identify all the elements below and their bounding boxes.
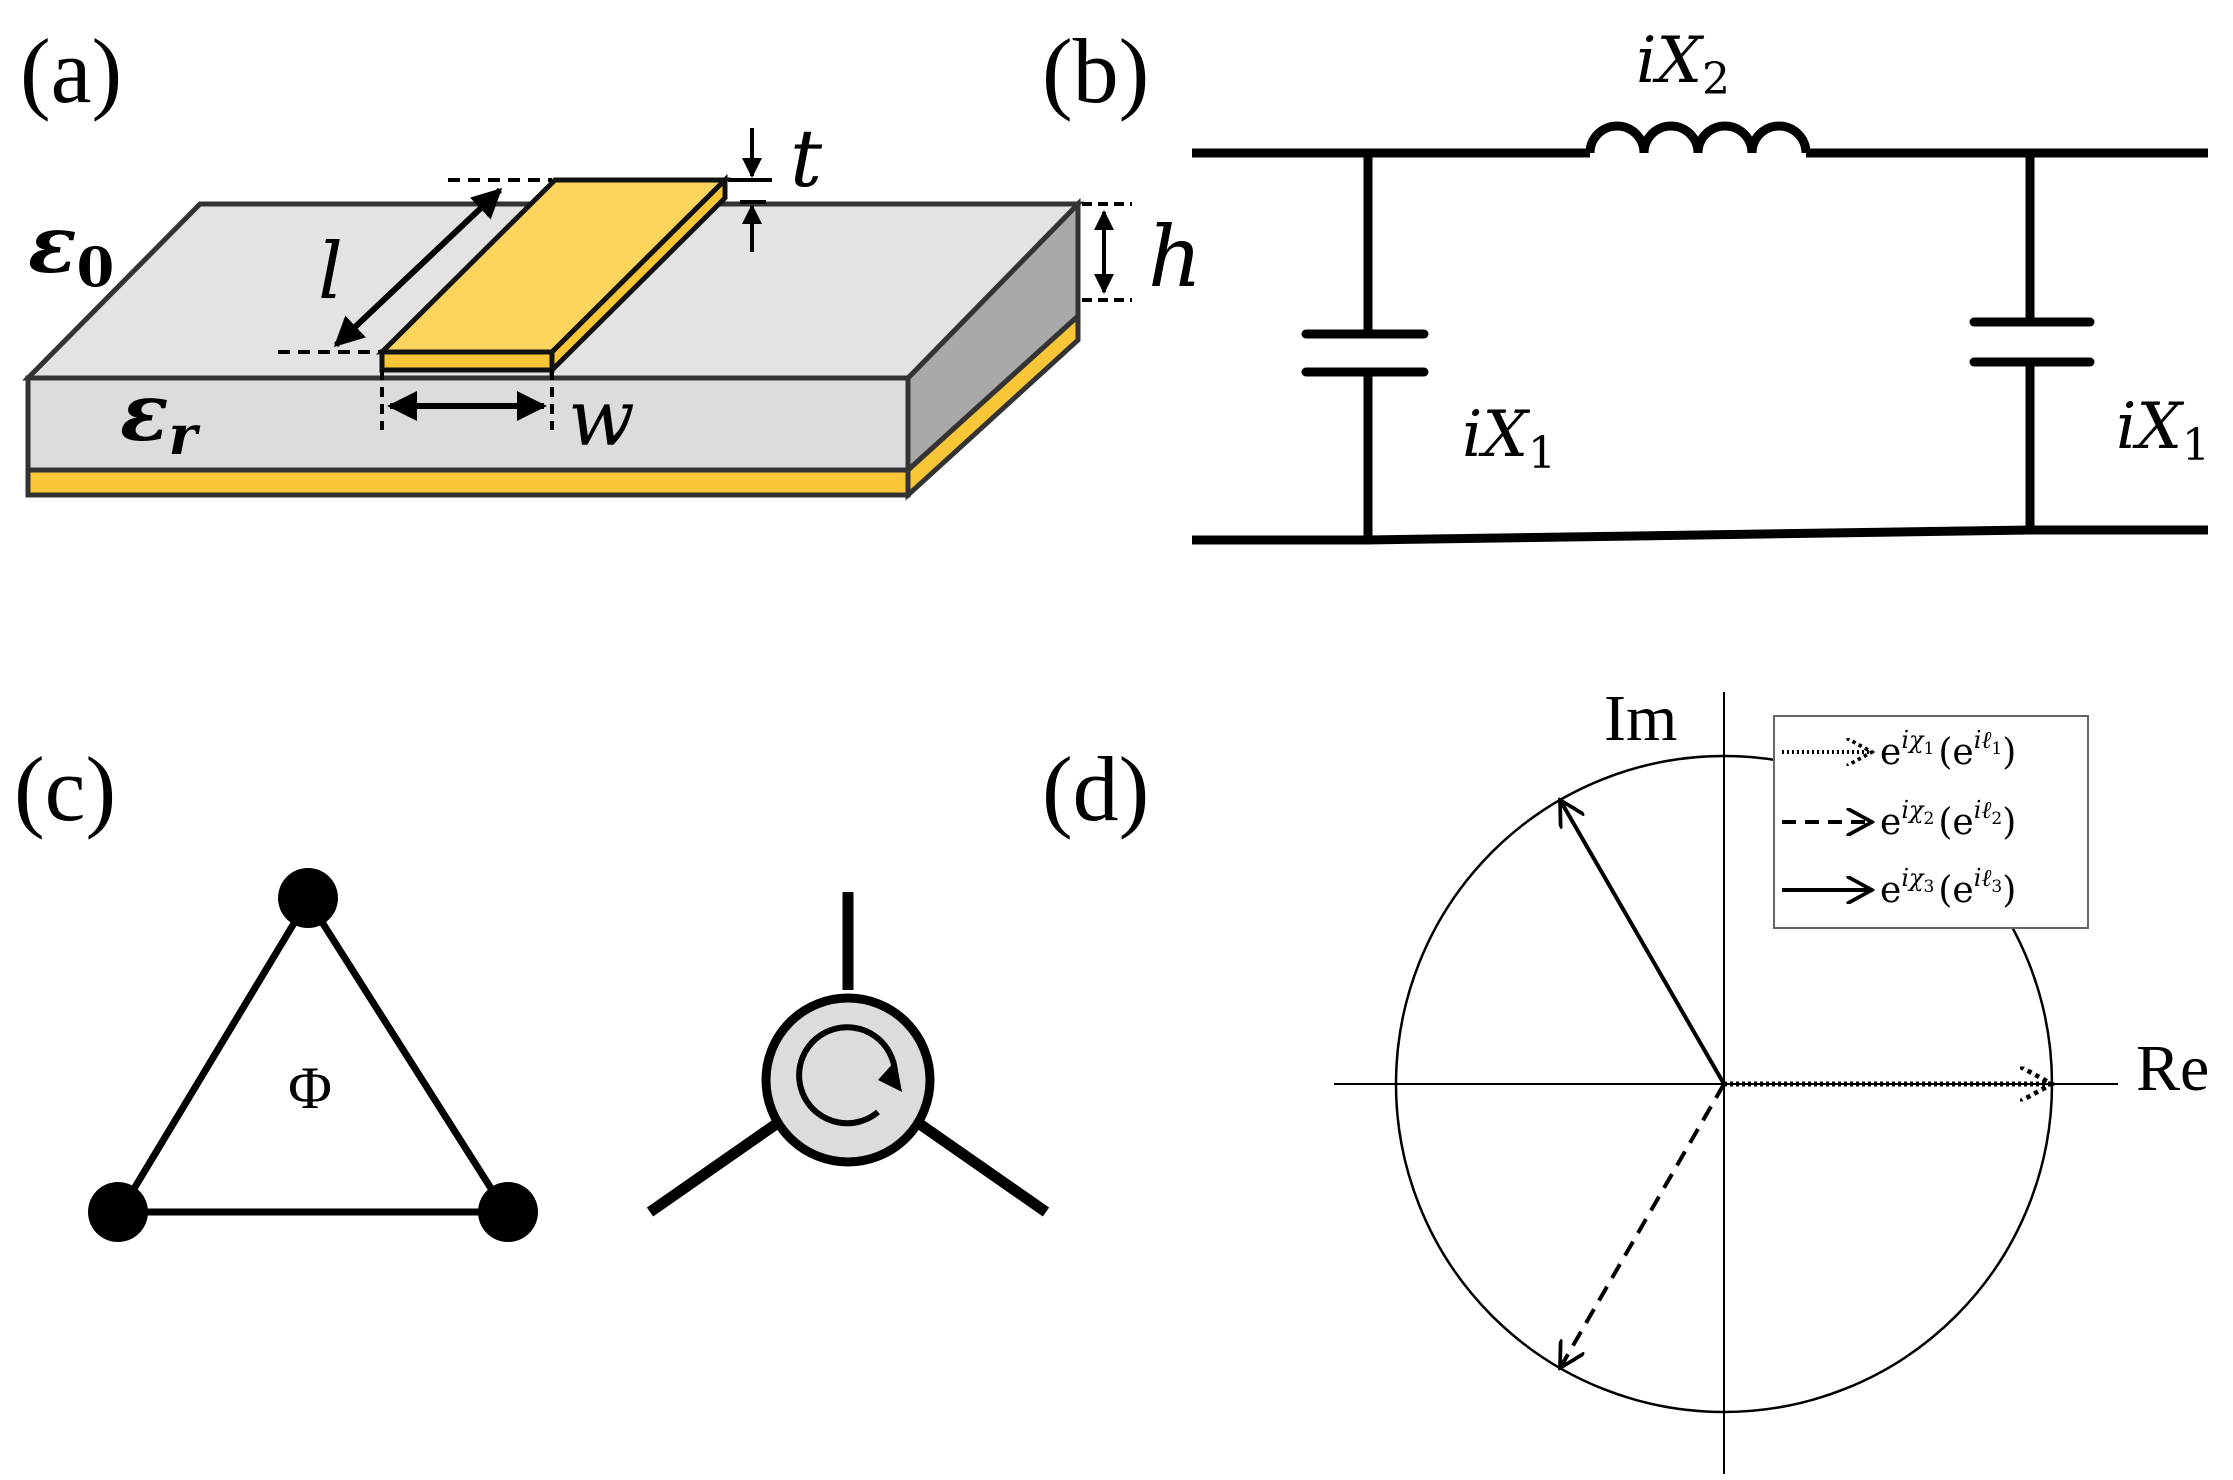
legend-entry-3: eiχ3(eiℓ3) — [1782, 864, 2016, 911]
panel-c-label: (c) — [14, 738, 116, 840]
legend-entry-1: eiχ1(eiℓ1) — [1782, 726, 2016, 773]
circulation-arrowhead-icon — [878, 1060, 902, 1092]
strip-front — [379, 349, 555, 373]
legend-box — [1773, 715, 2089, 929]
eps0-symbol: ε — [28, 197, 77, 291]
bottom-wire-mid — [1367, 525, 2031, 545]
height-label: h — [1148, 208, 1202, 306]
panel-a-label: (a) — [20, 20, 122, 122]
length-label: l — [318, 227, 343, 317]
ground-plane-front — [25, 467, 911, 498]
phasor-group — [1560, 800, 2052, 1368]
epsr-symbol: ε — [120, 365, 169, 459]
panel-a: (a) l w t — [20, 20, 1202, 501]
legend-text-1: eiχ1(eiℓ1) — [1880, 726, 2016, 773]
circulation-arrow-icon — [796, 1024, 898, 1127]
legend-text-2: eiχ2(eiℓ2) — [1880, 796, 2016, 843]
panel-c: (c) Φ — [14, 738, 1050, 1242]
panel-b: (b) iX2 iX1 iX1 — [1042, 20, 2210, 545]
width-label: w — [568, 374, 635, 464]
length-arrow — [333, 187, 503, 348]
epsr-label: εr — [120, 365, 201, 467]
flux-label: Φ — [288, 1055, 332, 1121]
panel-b-label: (b) — [1042, 20, 1149, 122]
panel-d: (d) Im Re eiχ1(eiℓ1) eiχ2(eiℓ2) eiχ3( — [1042, 682, 2209, 1474]
imag-axis-label: Im — [1604, 682, 1677, 755]
circulator-port-left — [646, 1115, 786, 1217]
capacitor-right-label: iX1 — [2116, 390, 2210, 471]
legend-entry-2: eiχ2(eiℓ2) — [1782, 796, 2016, 843]
eps0-sub: 0 — [77, 235, 115, 299]
inductor-coil — [1585, 121, 1811, 154]
capacitor-left-label: iX1 — [1462, 398, 1556, 479]
node-top — [278, 868, 338, 928]
node-bottom-left — [88, 1182, 148, 1242]
node-bottom-right — [478, 1182, 538, 1242]
epsr-sub: r — [169, 403, 201, 467]
strip-side — [549, 173, 728, 377]
triangle-loop — [113, 893, 513, 1216]
eps0-label: ε0 — [28, 197, 114, 299]
inductor-label: iX2 — [1636, 24, 1730, 105]
panel-d-label: (d) — [1042, 738, 1149, 840]
legend-text-3: eiχ3(eiℓ3) — [1880, 864, 2016, 911]
circulator-port-right — [910, 1115, 1050, 1217]
real-axis-label: Re — [2136, 1032, 2209, 1105]
circulator-body — [761, 993, 935, 1167]
phasor-solid-3 — [1560, 800, 1726, 1085]
thickness-label: t — [790, 112, 823, 205]
phasor-dashed-2 — [1560, 1083, 1726, 1368]
